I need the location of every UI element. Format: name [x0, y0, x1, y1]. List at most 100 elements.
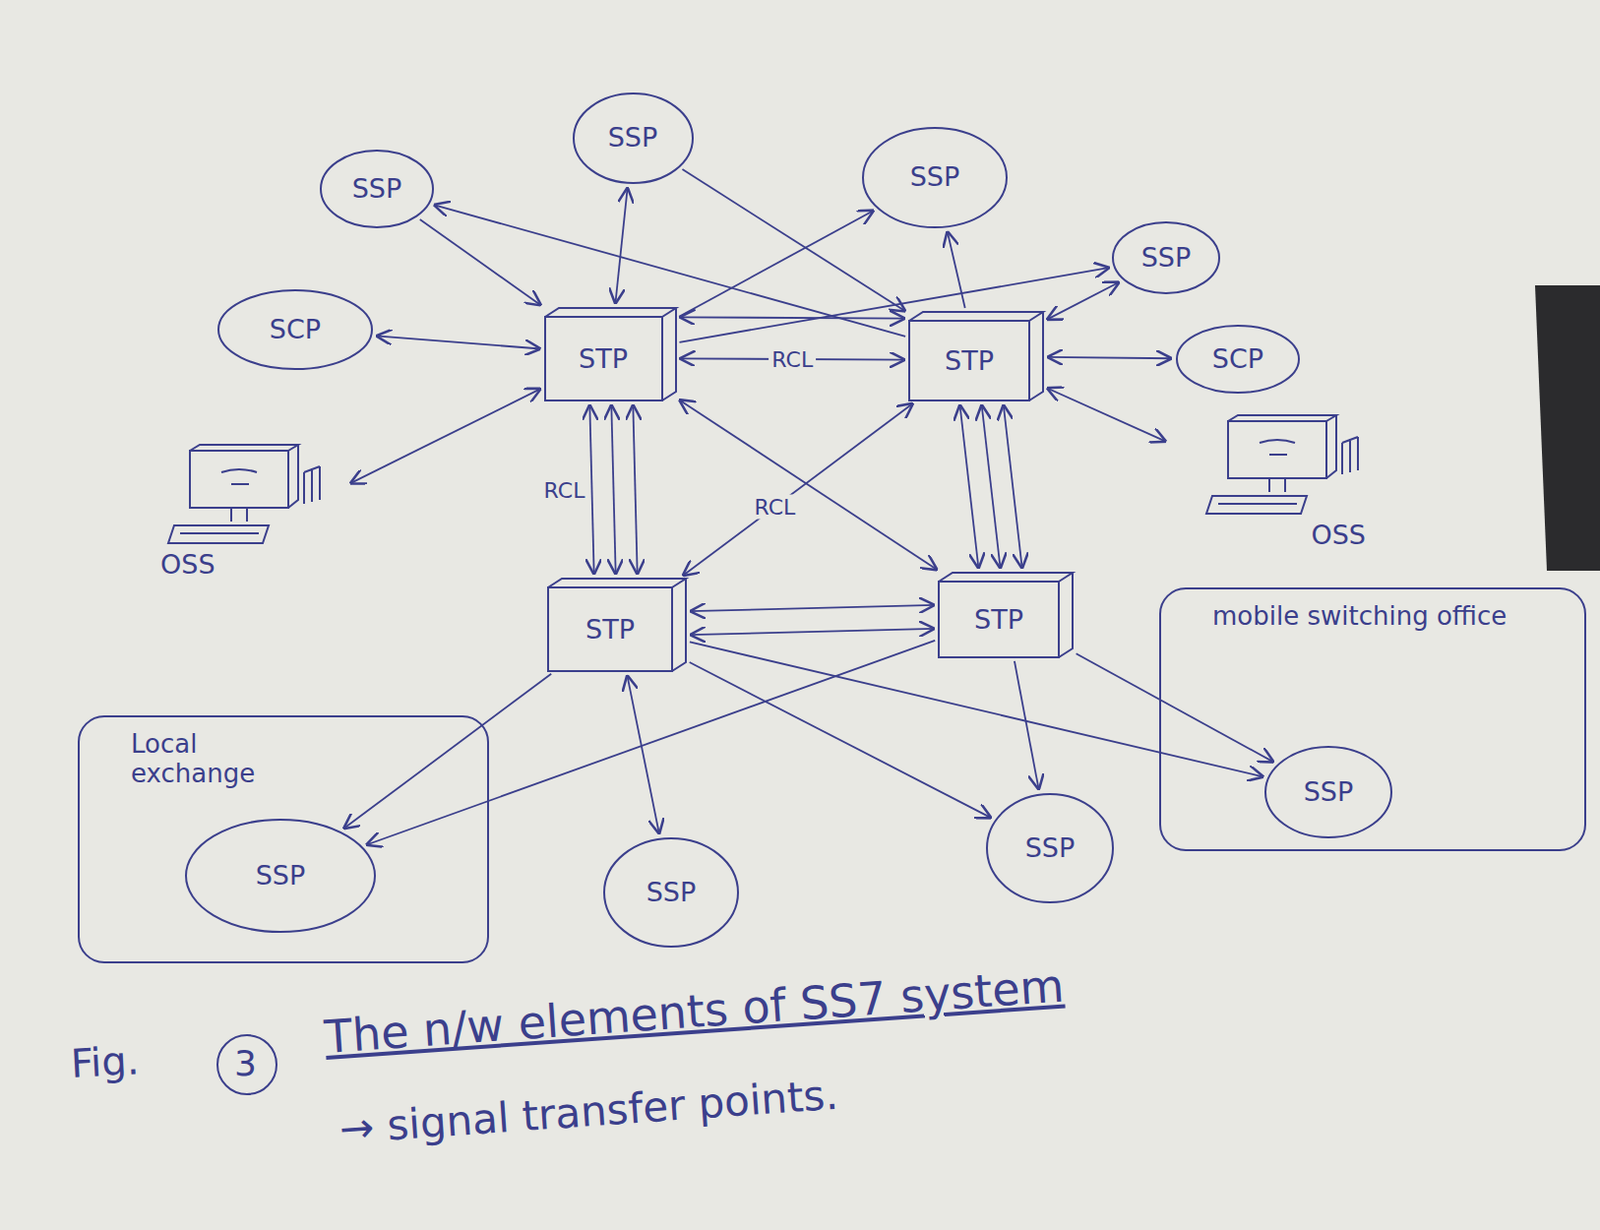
screen-mark — [221, 469, 257, 485]
signal-point-circle: SSP — [984, 792, 1115, 905]
box-depth — [909, 311, 1044, 401]
signalling-link — [681, 169, 906, 311]
signalling-link — [959, 404, 979, 569]
circle-outline — [1265, 746, 1392, 838]
number-circle — [217, 1035, 277, 1095]
signalling-link — [615, 186, 627, 305]
box-front — [909, 320, 1030, 401]
screen-mark — [1259, 439, 1295, 455]
signalling-link — [626, 675, 660, 835]
transfer-point-box: STP — [547, 577, 687, 673]
monitor-side — [189, 444, 299, 508]
figure-label: 3 — [234, 1043, 257, 1084]
cpu-tower — [304, 466, 320, 504]
node-label: SSP — [255, 860, 307, 891]
oss-terminal: OSS — [1169, 413, 1366, 561]
node-label: mobile switching office — [1212, 602, 1507, 632]
signalling-link — [1046, 357, 1172, 359]
office-group: Local exchangeSSP — [76, 714, 491, 965]
box-depth — [545, 307, 677, 401]
node-label: STP — [585, 614, 635, 645]
signalling-link — [1046, 387, 1168, 442]
signal-point-circle: SSP — [184, 817, 377, 934]
circle-outline — [986, 794, 1113, 903]
node-label: SSP — [608, 122, 659, 153]
node-label: STP — [974, 604, 1024, 635]
monitor-stand — [1269, 478, 1286, 493]
circle-outline — [1176, 325, 1299, 393]
box-front — [545, 316, 663, 401]
signalling-link — [947, 231, 966, 308]
signalling-link — [1014, 661, 1040, 791]
signal-point-circle: SSP — [861, 125, 1009, 230]
monitor — [1228, 421, 1327, 479]
box-front — [938, 581, 1059, 658]
node-label: OSS — [160, 549, 216, 580]
node-label: SSP — [646, 876, 697, 908]
transfer-point-box: STP — [544, 307, 677, 402]
signal-point-circle: SSP — [1263, 744, 1394, 840]
signalling-link — [689, 662, 992, 818]
circle-outline — [604, 838, 739, 947]
group-outline — [78, 716, 489, 963]
signalling-link — [343, 674, 552, 830]
signalling-link — [982, 404, 1001, 569]
oss-terminal: OSS — [160, 442, 348, 620]
computer-icon — [1198, 413, 1366, 520]
signalling-link — [350, 388, 542, 485]
signalling-link — [611, 404, 616, 575]
circle-outline — [218, 290, 372, 370]
link-label: RCL — [768, 346, 816, 371]
box-depth — [548, 578, 686, 672]
caption-text: The n/w elements of SS7 system — [322, 959, 1066, 1064]
signalling-link — [420, 219, 542, 306]
signal-point-circle: SSP — [571, 91, 695, 185]
node-label: SSP — [1303, 776, 1354, 807]
signalling-link — [678, 399, 938, 570]
signalling-link — [678, 210, 874, 317]
signalling-link — [632, 404, 637, 575]
monitor-side — [1228, 415, 1337, 479]
signalling-link — [679, 316, 907, 318]
figure-label: Fig. — [69, 1037, 141, 1087]
node-label: SSP — [1141, 242, 1192, 273]
signalling-link — [678, 267, 1109, 343]
node-label: SCP — [269, 313, 321, 345]
signalling-link — [589, 404, 594, 575]
node-label: STP — [578, 343, 628, 374]
signal-point-circle: SCP — [1174, 323, 1301, 395]
signalling-link — [375, 335, 541, 349]
circle-outline — [573, 93, 693, 184]
desk-edge — [1535, 285, 1600, 571]
office-group: mobile switching officeSSP — [1158, 586, 1588, 853]
box-depth — [938, 572, 1073, 658]
group-outline — [1160, 588, 1586, 851]
monitor — [189, 450, 289, 508]
circle-outline — [185, 819, 375, 932]
signalling-link — [1003, 404, 1023, 569]
cpu-tower — [1342, 436, 1358, 475]
node-label: STP — [944, 345, 994, 376]
link-label: RCL — [541, 477, 589, 502]
signal-point-circle: SSP — [318, 148, 435, 230]
node-label: Local exchange — [130, 730, 289, 790]
figure-label: → signal transfer points. — [337, 1069, 840, 1153]
transfer-point-box: STP — [908, 310, 1045, 402]
signalling-link — [1046, 281, 1120, 319]
keyboard — [168, 525, 269, 544]
signalling-link — [433, 204, 906, 337]
node-label: SSP — [1025, 832, 1076, 863]
signalling-link — [689, 628, 935, 635]
signal-point-circle: SCP — [216, 288, 374, 371]
node-label: SSP — [352, 173, 403, 204]
signalling-link — [682, 403, 915, 576]
signalling-link — [1076, 653, 1275, 762]
circle-outline — [320, 150, 433, 228]
computer-icon — [160, 442, 328, 550]
box-front — [548, 587, 673, 672]
node-label: SSP — [910, 161, 961, 192]
keyboard — [1206, 495, 1307, 514]
circle-outline — [1112, 222, 1220, 294]
node-label: SCP — [1212, 343, 1264, 374]
link-label: RCL — [750, 494, 799, 520]
